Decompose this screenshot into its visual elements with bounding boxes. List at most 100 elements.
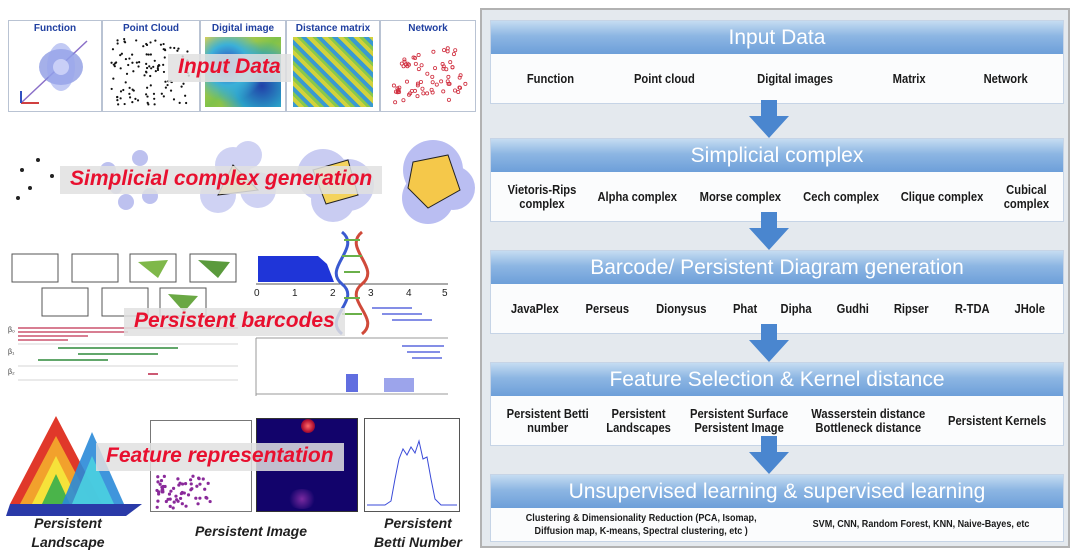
- item-text: Persistent Betti: [506, 405, 589, 421]
- point-cloud-dot: [142, 45, 145, 48]
- scatter-point: [178, 496, 183, 501]
- axis-tick: 0: [254, 288, 260, 299]
- network-node: [419, 63, 424, 68]
- stage-items: Function Point cloud Digital images Matr…: [491, 54, 1063, 103]
- network-node: [450, 65, 455, 70]
- caption-line: Betti Number: [374, 534, 462, 550]
- point-cloud-dot: [123, 40, 126, 43]
- scatter-point: [186, 493, 191, 497]
- item-text: Function: [526, 70, 574, 86]
- item-digital-images: Digital images: [757, 71, 833, 86]
- network-node: [431, 49, 436, 54]
- network-node: [409, 89, 414, 94]
- axis-tick: 1: [292, 288, 298, 299]
- function-thumbnail: Function: [8, 20, 102, 112]
- scatter-point: [155, 505, 159, 509]
- scatter-point: [194, 496, 198, 500]
- network-node: [401, 98, 406, 103]
- point-cloud-dot: [154, 70, 157, 73]
- point-cloud-dot: [186, 50, 189, 53]
- network-node: [404, 79, 409, 84]
- network-node: [445, 79, 450, 84]
- item-javaplex: JavaPlex: [511, 301, 559, 316]
- item-morse-complex: Morse complex: [699, 189, 780, 204]
- caption-line: Persistent: [384, 515, 452, 531]
- network-node: [441, 66, 446, 71]
- caption-persistent-image: Persistent Image: [194, 523, 308, 539]
- network-node: [457, 85, 462, 90]
- network-node: [430, 74, 435, 79]
- point-cloud-dot: [131, 53, 134, 56]
- point-cloud-dot: [150, 67, 153, 70]
- item-text: Clique complex: [900, 188, 984, 204]
- caption-persistent-landscape: Persistent Landscape: [8, 514, 128, 552]
- item-text: SVM, CNN, Random Forest, KNN, Naive-Baye…: [812, 518, 1030, 530]
- axis-tick: 3: [368, 288, 374, 299]
- caption-line: Landscape: [31, 534, 105, 550]
- thumbnail-title: Function: [33, 23, 77, 34]
- network-node: [405, 61, 410, 66]
- point-cloud-dot: [153, 59, 156, 62]
- network-node: [420, 86, 425, 91]
- point-cloud-dot: [116, 39, 119, 42]
- point-cloud-dot: [116, 96, 119, 99]
- point-cloud-dot: [164, 86, 167, 89]
- point-cloud-dot: [145, 93, 148, 96]
- scatter-point: [162, 474, 166, 479]
- point-cloud-dot: [137, 65, 140, 68]
- item-text: R-TDA: [954, 300, 990, 316]
- network-node: [458, 73, 463, 78]
- item-clique-complex: Clique complex: [900, 188, 984, 204]
- point-cloud-dot: [156, 68, 160, 72]
- point-cloud-dot: [143, 74, 146, 77]
- item-matrix: Matrix: [893, 71, 926, 86]
- persistent-betti-curve: [364, 418, 460, 512]
- point-cloud-dot: [110, 61, 113, 64]
- point-cloud-dot: [152, 65, 155, 68]
- point-cloud-dot: [145, 53, 148, 56]
- scatter-points: [155, 474, 212, 510]
- point-cloud-dot: [128, 92, 131, 95]
- scatter-point: [171, 486, 176, 490]
- network-node: [439, 79, 444, 84]
- scatter-point: [201, 477, 205, 481]
- point-cloud-dot: [152, 92, 156, 95]
- point-cloud-dot: [125, 72, 129, 75]
- network-node: [446, 81, 451, 86]
- item-point-cloud: Point cloud: [634, 71, 695, 86]
- barcode-label-b1: β₁: [8, 349, 15, 356]
- scatter-point: [164, 499, 168, 504]
- network-node: [405, 64, 410, 69]
- network-graph-icon: [391, 46, 468, 105]
- item-unsupervised-methods: Clustering & Dimensionality Reduction (P…: [526, 512, 757, 538]
- point-cloud-dot: [162, 63, 165, 66]
- network-thumbnail: Network: [380, 20, 476, 112]
- scatter-point: [172, 500, 176, 504]
- point-cloud-dot: [138, 61, 141, 64]
- scatter-point: [206, 481, 210, 485]
- scatter-point: [203, 487, 207, 491]
- stage-items: JavaPlex Perseus Dionysus Phat Dipha Gud…: [491, 284, 1063, 333]
- network-node: [416, 53, 421, 58]
- item-text: Dipha: [780, 300, 813, 316]
- input-data-label: Input Data: [168, 54, 291, 82]
- item-text: Cech complex: [802, 188, 879, 204]
- item-text: Persistent Surface: [689, 405, 789, 421]
- tda-pipeline-flowchart: Input Data Function Point cloud Digital …: [480, 8, 1070, 548]
- point-cloud-dot: [185, 101, 188, 105]
- arrow-down-icon: [749, 436, 789, 474]
- point-cloud-dot: [160, 92, 163, 95]
- stage-learning: Unsupervised learning & supervised learn…: [490, 474, 1064, 542]
- scatter-point: [167, 492, 172, 496]
- point-cloud-dot: [119, 67, 122, 70]
- thumbnail-title: Distance matrix: [295, 23, 371, 34]
- thumbnail-title: Digital image: [211, 23, 275, 34]
- scatter-point: [168, 497, 172, 501]
- scatter-point: [156, 475, 160, 479]
- point-cloud-dot: [123, 102, 126, 106]
- scatter-point: [176, 499, 180, 503]
- scatter-point: [160, 490, 164, 494]
